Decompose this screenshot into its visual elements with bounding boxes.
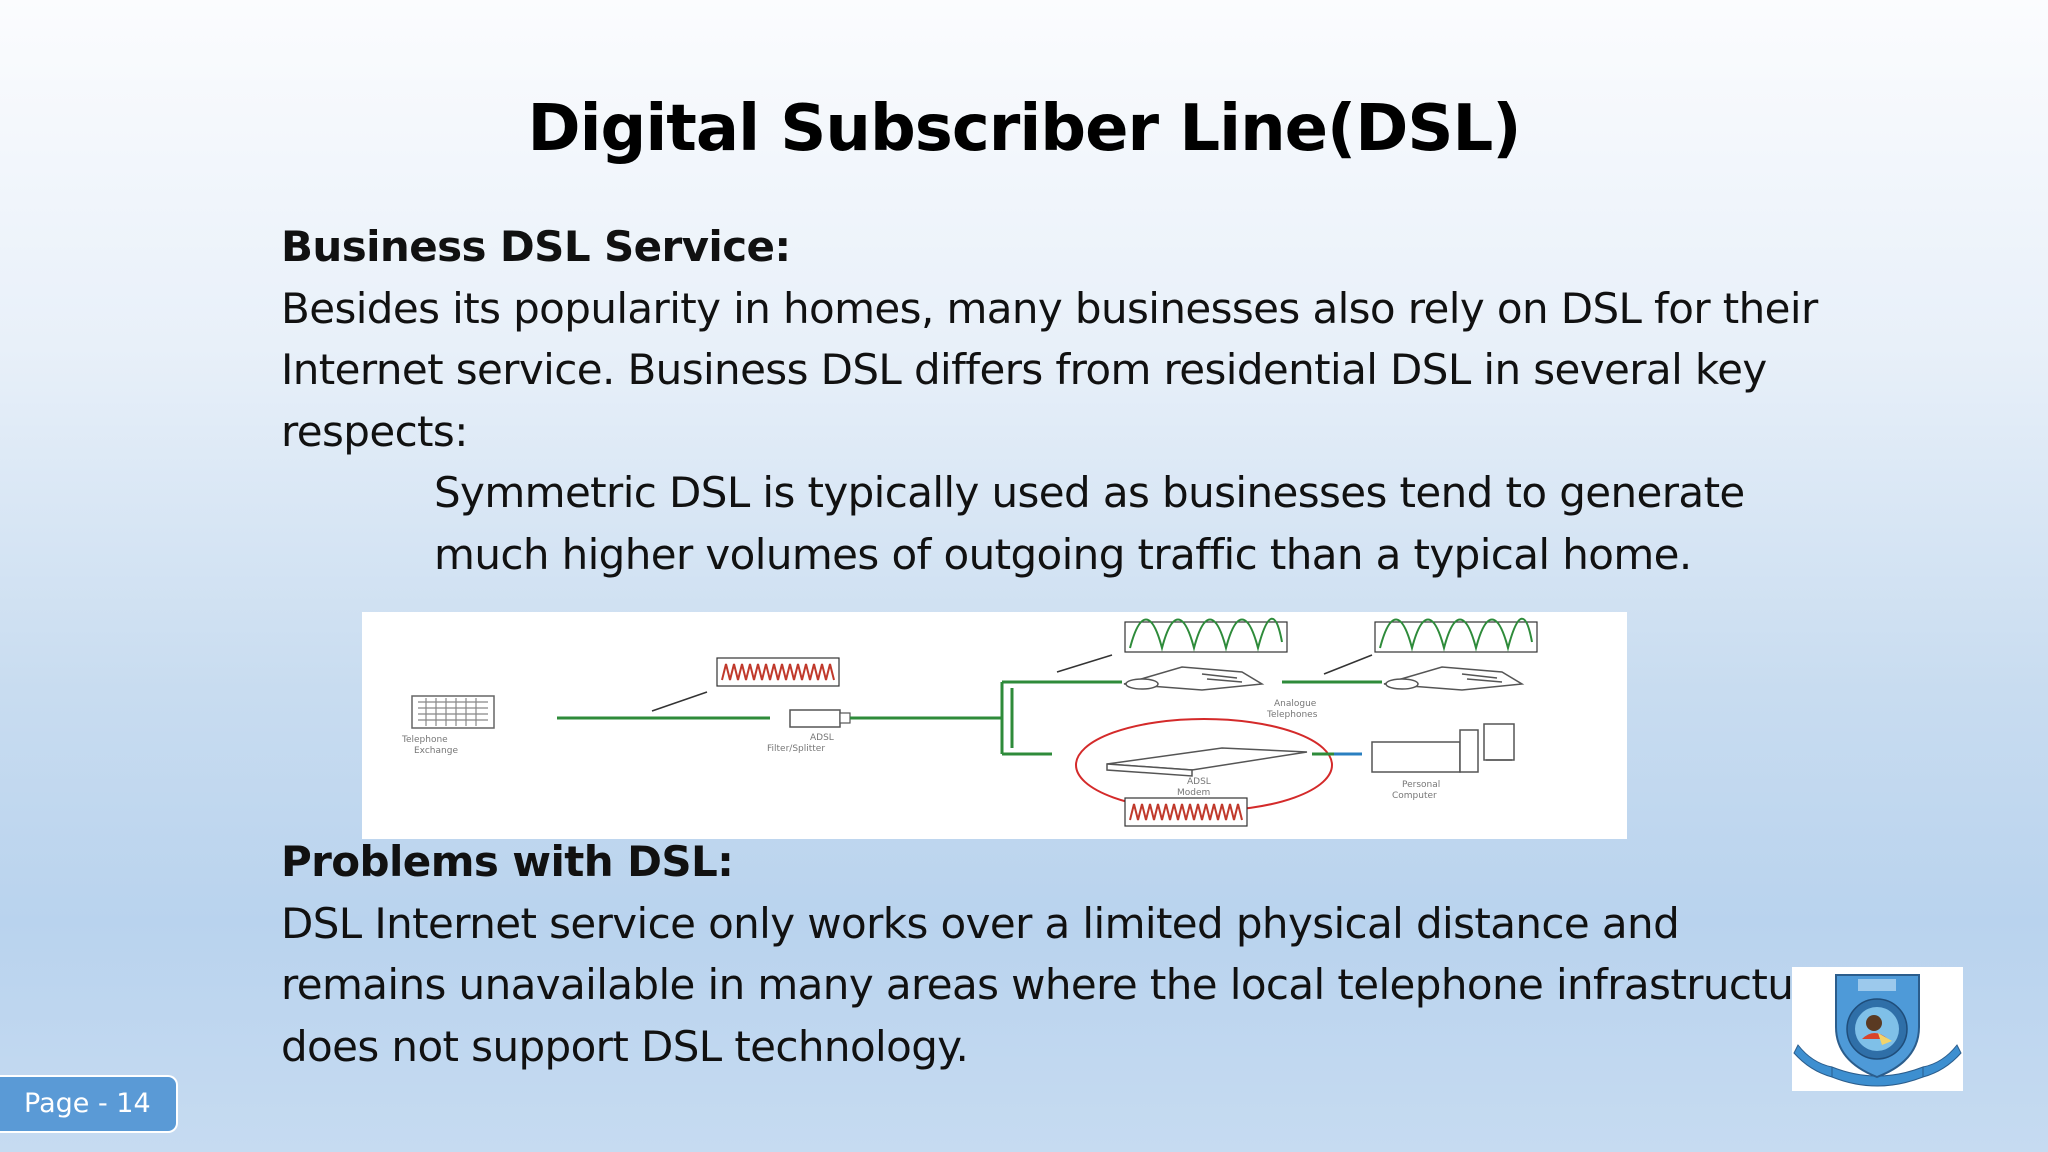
splitter-label-1: ADSL	[810, 733, 834, 743]
business-dsl-paragraph: Besides its popularity in homes, many bu…	[281, 283, 1818, 456]
adsl-splitter-icon	[789, 709, 851, 728]
telephone-icon-1	[1123, 666, 1265, 691]
symmetric-dsl-point: Symmetric DSL is typically used as busin…	[434, 468, 1745, 579]
page-number-badge: Page - 14	[0, 1075, 178, 1133]
adsl-signal-wave-bottom	[1124, 797, 1248, 827]
telephones-label-1: Analogue	[1274, 699, 1317, 709]
analogue-wave-1	[1124, 617, 1288, 653]
computer-label-2: Computer	[1392, 791, 1437, 801]
personal-computer-icon	[1371, 723, 1515, 773]
computer-label-1: Personal	[1402, 780, 1440, 790]
problems-dsl-heading: Problems with DSL:	[281, 837, 734, 886]
business-dsl-section: Business DSL Service: Besides its popula…	[281, 216, 1841, 585]
exchange-pointer	[651, 691, 708, 712]
slide-title: Digital Subscriber Line(DSL)	[527, 92, 1521, 166]
split-lines	[850, 680, 1382, 756]
analogue-wave-2	[1374, 617, 1538, 653]
adsl-modem-icon	[1106, 747, 1308, 777]
adsl-signal-wave-top	[716, 657, 840, 687]
adsl-network-diagram: Telephone Exchange ADSL Filter/Splitter	[362, 612, 1627, 839]
telephone-icon-2	[1383, 666, 1525, 691]
university-logo	[1792, 967, 1963, 1091]
telephone-exchange-icon	[411, 695, 495, 729]
modem-label-1: ADSL	[1187, 777, 1211, 787]
problems-dsl-paragraph: DSL Internet service only works over a l…	[281, 898, 1835, 1071]
telephone-exchange-label-1: Telephone	[401, 735, 448, 745]
problems-dsl-section: Problems with DSL: DSL Internet service …	[281, 831, 1841, 1077]
telephone-exchange-label-2: Exchange	[414, 746, 458, 756]
modem-label-2: Modem	[1177, 788, 1210, 798]
telephones-label-2: Telephones	[1266, 710, 1318, 720]
splitter-label-2: Filter/Splitter	[767, 744, 825, 754]
business-dsl-heading: Business DSL Service:	[281, 222, 791, 271]
